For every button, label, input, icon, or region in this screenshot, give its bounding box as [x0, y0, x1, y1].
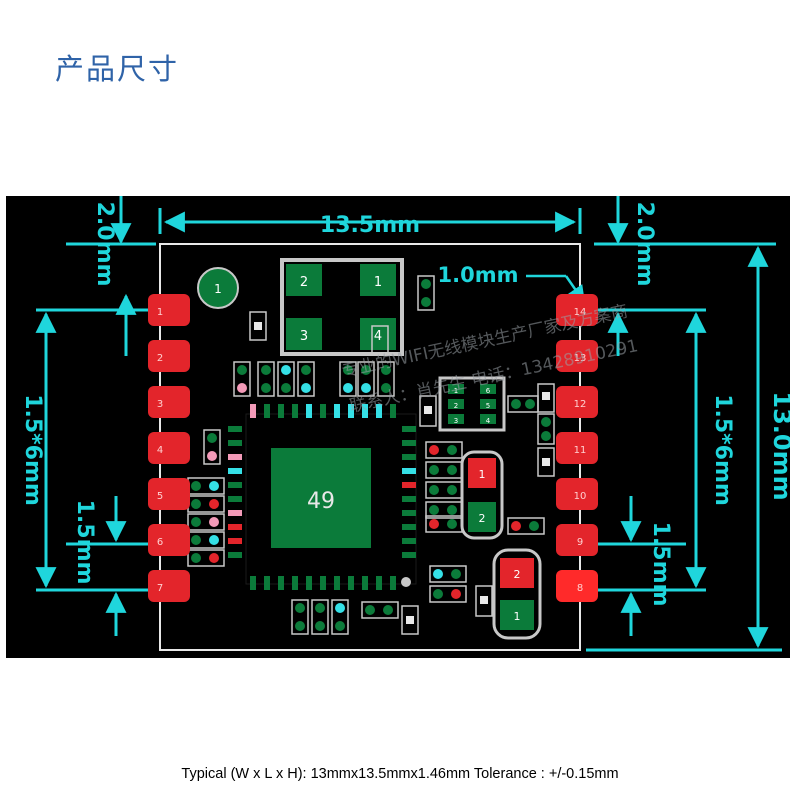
small-ic-pad-3: 3: [454, 417, 458, 425]
capacitor-1-pad-green: [468, 502, 496, 532]
right-pin-13: 13: [574, 353, 587, 364]
capacitor-1-label-2: 2: [479, 512, 486, 525]
crystal-pad-label-3: 3: [300, 329, 308, 344]
right-pitch-dimension: [594, 308, 707, 592]
chip-pin1-mark: [401, 577, 411, 587]
left-pitch-dimension: [35, 293, 156, 592]
right-pin-10: 10: [574, 491, 587, 502]
right-pin-14: 14: [574, 307, 587, 318]
small-ic-pad-4: 4: [486, 417, 491, 425]
small-ic-pad-2: 2: [454, 402, 458, 410]
right-margin-label: 2.0mm: [632, 202, 657, 287]
left-pin-5: 5: [157, 491, 163, 502]
right-pin-9: 9: [577, 537, 583, 548]
pin-offset-label: 1.0mm: [438, 263, 519, 287]
left-pin-3: 3: [157, 399, 163, 410]
crystal-pad-label-1: 2: [300, 275, 308, 290]
left-pin-4: 4: [157, 445, 163, 456]
left-pin-spacing-dimension: [66, 496, 156, 636]
height-label: 13.0mm: [768, 391, 790, 500]
crystal-outline: [280, 258, 404, 356]
antenna-pin-label: 1: [214, 282, 222, 296]
left-pin-6: 6: [157, 537, 163, 548]
capacitor-1-pad-red: [468, 458, 496, 488]
right-pins: [556, 294, 598, 602]
antenna-pad: [197, 267, 239, 309]
right-pin-spacing-label: 1.5mm: [648, 522, 673, 607]
height-dimension: [586, 245, 782, 652]
crystal-pad-label-2: 1: [374, 275, 382, 290]
right-pin-spacing-dimension: [594, 496, 686, 636]
chip-pins-bottom: [250, 576, 396, 590]
capacitor-2-outline: [492, 548, 542, 640]
right-pin-8: 8: [577, 583, 583, 594]
left-margin-label: 2.0mm: [92, 202, 117, 287]
crystal-pads: [286, 264, 396, 350]
left-pin-2: 2: [157, 353, 163, 364]
right-pin-11: 11: [574, 445, 587, 456]
left-pin-1: 1: [157, 307, 163, 318]
main-chip-pad: [271, 448, 371, 548]
crystal-pad-label-4: 4: [374, 329, 382, 344]
page-title: 产品尺寸: [55, 52, 180, 86]
left-pitch-label: 1.5*6mm: [20, 394, 45, 506]
right-pitch-label: 1.5*6mm: [710, 394, 735, 506]
pcb-background: [6, 196, 790, 658]
capacitor-1-label-1: 1: [479, 468, 486, 481]
small-ic-pad-1: 1: [454, 387, 458, 395]
left-margin-dimension: [66, 196, 156, 246]
left-pin-7: 7: [157, 583, 163, 594]
right-pin-12: 12: [574, 399, 587, 410]
capacitor-2-pad-green: [500, 600, 534, 630]
small-ic-pad-6: 6: [486, 387, 491, 395]
small-ic-pads: [448, 384, 496, 424]
left-pin-spacing-label: 1.5mm: [72, 500, 97, 585]
capacitor-2-label-2: 1: [514, 610, 521, 623]
capacitor-2-pad-red: [500, 558, 534, 588]
dimension-caption: Typical (W x L x H): 13mmx13.5mmx1.46mm …: [181, 766, 619, 782]
chip-pins-left: [228, 426, 242, 558]
right-margin-dimension: [594, 196, 776, 246]
capacitor-2-label-1: 2: [514, 568, 521, 581]
chip-pins-top: [250, 404, 396, 418]
chip-pins-right: [402, 426, 416, 558]
left-pins: [148, 294, 190, 602]
small-ic-outline: [438, 376, 506, 432]
width-label: 13.5mm: [320, 213, 420, 238]
passive-components: [187, 275, 555, 635]
small-ic-pad-5: 5: [486, 402, 490, 410]
pcb-dimension-diagram: 13.5mm 2.0mm 2.0mm 1.5*6mm 1.5mm 1.5*6mm: [6, 196, 790, 658]
width-dimension: [158, 208, 582, 234]
main-chip-label: 49: [307, 489, 335, 514]
